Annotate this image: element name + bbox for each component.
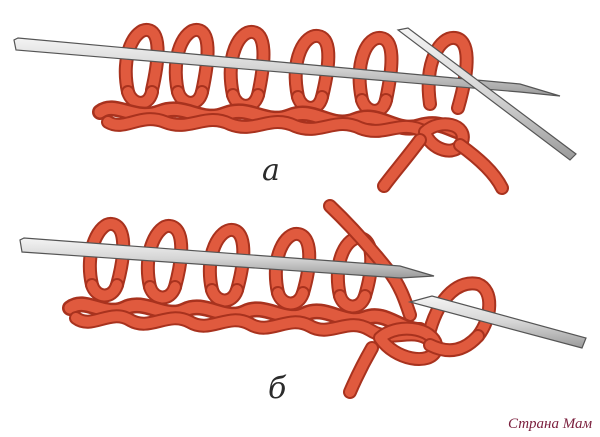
- figure-b-loops-front: [85, 278, 372, 314]
- figure-b-left-needle: [19, 237, 435, 279]
- figure-a-label: а: [262, 153, 280, 188]
- figure-b-label: б: [268, 371, 287, 406]
- watermark: Страна Мам: [508, 416, 593, 432]
- figure-b-right-needle: [407, 295, 587, 349]
- figure-a: а: [13, 23, 577, 195]
- figure-b-bottom-chain: [62, 296, 485, 399]
- figure-a-left-needle: [13, 37, 561, 97]
- watermark-text: Страна Мам: [508, 416, 593, 432]
- figure-a-right-needle: [396, 27, 577, 161]
- figure-a-bottom-chain: [92, 100, 509, 195]
- figure-b: б: [19, 199, 587, 406]
